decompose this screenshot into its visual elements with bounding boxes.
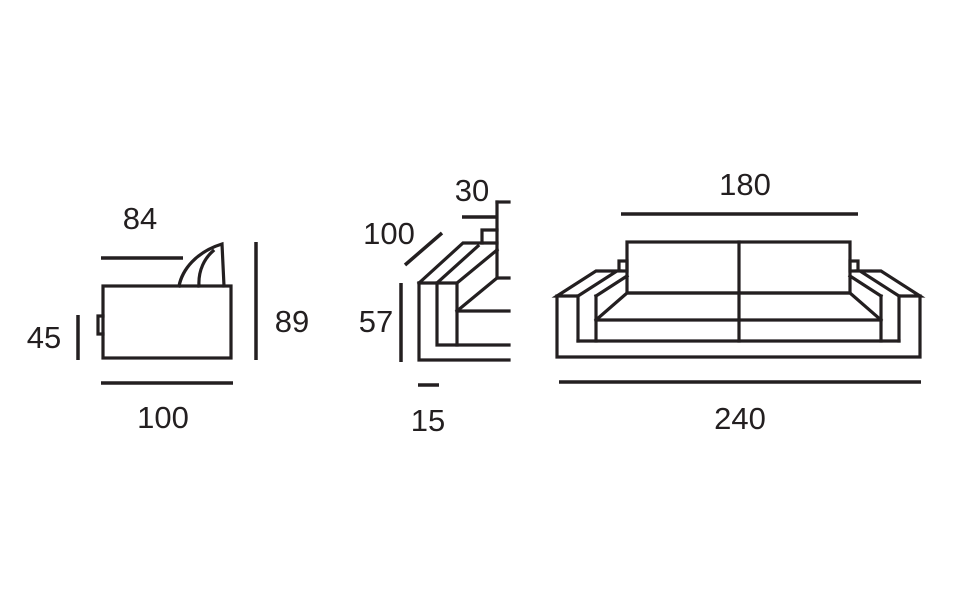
side-view: 84 45 89 100	[27, 201, 309, 435]
label-section-back: 30	[455, 173, 489, 208]
front-view-left-arm-edge	[593, 273, 630, 299]
front-view-base	[555, 294, 922, 359]
side-view-back-cushion	[177, 241, 226, 288]
front-view-left-knob	[617, 259, 629, 273]
label-front-seat-width: 180	[719, 167, 771, 202]
side-view-leg-tab	[96, 314, 105, 336]
side-view-back-cushion-fold	[197, 248, 216, 288]
front-view-right-knob	[848, 259, 860, 273]
section-view-back-cap	[480, 228, 499, 245]
dim-line-section-diagonal	[403, 231, 444, 267]
label-section-diagonal: 100	[363, 216, 415, 251]
section-view-seat-edge	[454, 276, 511, 314]
front-view: 180 240	[551, 167, 926, 436]
front-view-right-arm-top	[854, 269, 926, 298]
side-view-body	[101, 284, 233, 360]
section-view-arm-top-line-2	[454, 247, 500, 286]
section-view-arm-inner	[435, 281, 511, 347]
section-view-arm-top-line	[434, 243, 481, 286]
label-section-arm-width: 15	[411, 403, 445, 438]
label-side-top-depth: 84	[123, 201, 157, 236]
section-view-base-outer	[417, 281, 511, 362]
label-front-total-width: 240	[714, 401, 766, 436]
front-view-left-arm-top	[551, 269, 623, 298]
section-view-arm-top	[416, 241, 499, 286]
section-view: 30 100 57 15	[359, 173, 511, 438]
front-view-right-arm-edge	[847, 273, 884, 299]
label-side-seat-height: 45	[27, 320, 61, 355]
label-section-arm-height: 57	[359, 304, 393, 339]
label-side-total-height: 89	[275, 304, 309, 339]
label-side-total-depth: 100	[137, 400, 189, 435]
